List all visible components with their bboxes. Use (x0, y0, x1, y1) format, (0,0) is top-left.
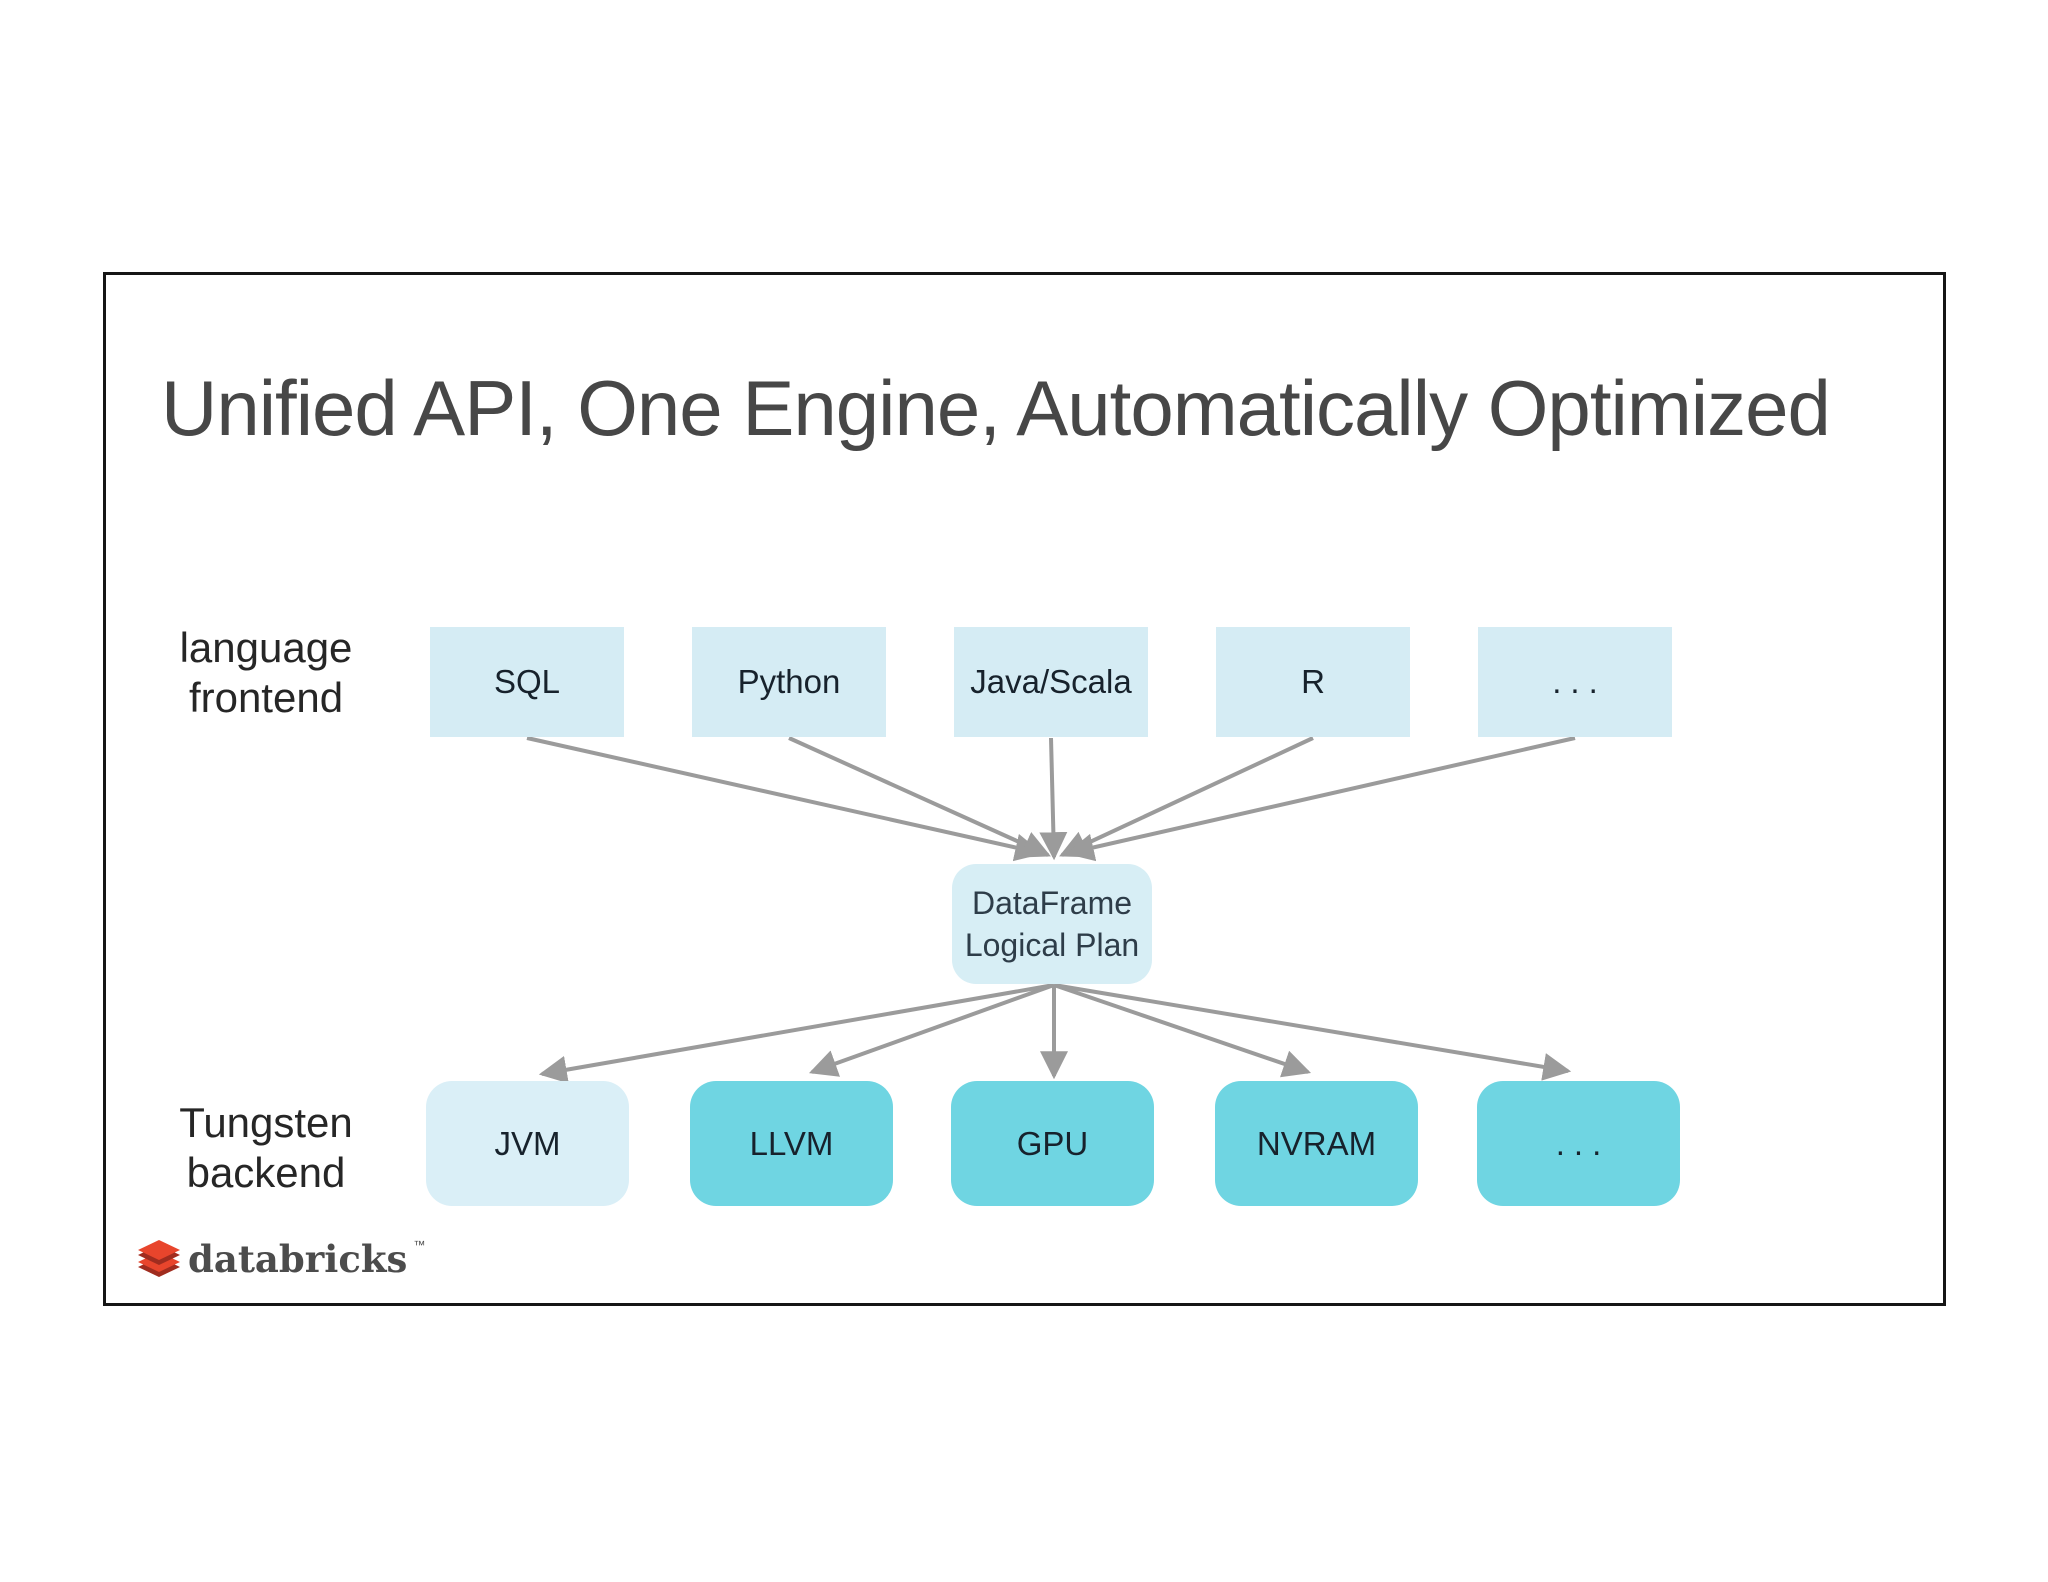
databricks-bricks-icon (138, 1240, 180, 1277)
frontend-box-java-scala: Java/Scala (954, 627, 1148, 737)
dataframe-logical-plan-box: DataFrame Logical Plan (952, 864, 1152, 984)
backend-row-label-line1: Tungsten (179, 1099, 353, 1146)
frontend-box-sql: SQL (430, 627, 624, 737)
backend-box-llvm: LLVM (690, 1081, 893, 1206)
frontend-row-label-line1: language (179, 624, 353, 671)
frontend-box-r: R (1216, 627, 1410, 737)
dataframe-box-line1: DataFrame (971, 884, 1133, 921)
frontend-box-label: SQL (493, 663, 561, 700)
slide-title: Unified API, One Engine, Automatically O… (161, 364, 1831, 452)
frontend-box-python: Python (692, 627, 886, 737)
frontend-row-label: language frontend (126, 623, 406, 724)
frontend-box-label: ... (1552, 663, 1607, 700)
backend-box-label: LLVM (749, 1124, 834, 1162)
trademark-symbol: ™ (413, 1238, 426, 1252)
databricks-logo: databricks ™ (136, 1237, 425, 1281)
backend-box-gpu: GPU (951, 1081, 1154, 1206)
frontend-to-dataframe-arrows (526, 736, 1576, 862)
frontend-box-label: Python (737, 663, 841, 700)
dataframe-box-line2: Logical Plan (964, 927, 1140, 963)
backend-row-label: Tungsten backend (126, 1098, 406, 1199)
backend-box-label: NVRAM (1256, 1124, 1377, 1162)
dataframe-to-backend-arrows (538, 983, 1572, 1084)
slide-canvas: Unified API, One Engine, Automatically O… (103, 272, 1946, 1306)
backend-box-label: JVM (494, 1124, 561, 1162)
frontend-row-label-line2: frontend (188, 674, 344, 722)
frontend-box-label: R (1301, 663, 1325, 700)
backend-box-label: GPU (1016, 1124, 1089, 1162)
backend-box-jvm: JVM (426, 1081, 629, 1206)
backend-box-others: ... (1477, 1081, 1680, 1206)
frontend-box-others: ... (1478, 627, 1672, 737)
frontend-box-label: Java/Scala (970, 663, 1132, 700)
backend-box-label: ... (1555, 1124, 1611, 1162)
databricks-wordmark: databricks (188, 1237, 408, 1281)
backend-row-label-line2: backend (186, 1149, 346, 1197)
backend-box-nvram: NVRAM (1215, 1081, 1418, 1206)
